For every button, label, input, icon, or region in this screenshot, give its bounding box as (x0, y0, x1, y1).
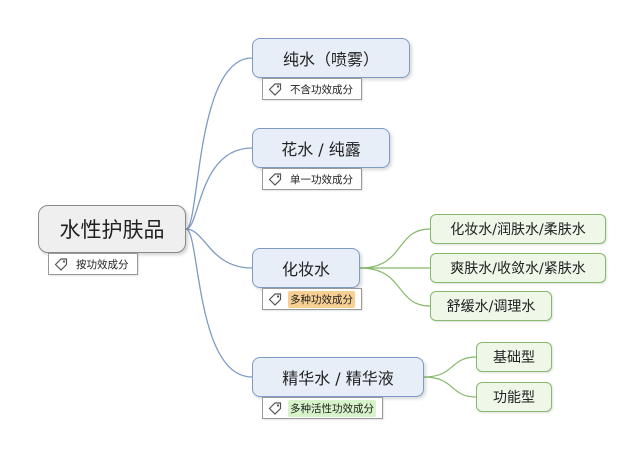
leaf-label: 基础型 (493, 350, 535, 366)
branch-topic-floral-water[interactable]: 花水 / 纯露 (252, 128, 390, 168)
branch-tag: 多种活性功效成分 (262, 397, 383, 419)
connector-branch-2-child-0 (359, 228, 431, 269)
branch-tag: 单一功效成分 (262, 168, 362, 190)
tag-icon (268, 402, 282, 415)
branch-tag-label: 不含功效成分 (290, 83, 353, 96)
root-topic[interactable]: 水性护肤品 (38, 205, 186, 253)
connector-root-branch-3 (185, 228, 253, 378)
leaf-topic[interactable]: 功能型 (476, 382, 552, 412)
branch-topic-essence[interactable]: 精华水 / 精华液 (252, 357, 424, 397)
branch-tag-label: 多种功效成分 (288, 290, 355, 308)
tag-icon (268, 293, 282, 306)
tag-icon (268, 173, 282, 186)
leaf-topic[interactable]: 化妆水/润肤水/柔肤水 (430, 214, 606, 244)
connector-root-branch-2 (185, 228, 253, 269)
leaf-topic[interactable]: 舒缓水/调理水 (430, 291, 552, 321)
leaf-label: 舒缓水/调理水 (446, 299, 536, 315)
leaf-label: 化妆水/润肤水/柔肤水 (450, 222, 586, 238)
leaf-topic[interactable]: 爽肤水/收敛水/紧肤水 (430, 253, 606, 283)
connector-root-branch-1 (185, 147, 253, 230)
tag-icon (54, 258, 68, 271)
connector-branch-3-child-0 (423, 356, 477, 378)
branch-label: 化妆水 (281, 260, 330, 279)
branch-tag-label: 多种活性功效成分 (288, 399, 376, 417)
branch-tag: 不含功效成分 (262, 78, 362, 100)
leaf-topic[interactable]: 基础型 (476, 342, 552, 372)
root-topic-label: 水性护肤品 (59, 218, 165, 242)
branch-label: 花水 / 纯露 (281, 140, 361, 159)
connector-root-branch-0 (185, 57, 253, 230)
connector-branch-2-child-2 (359, 267, 431, 307)
root-tag-label: 按功效成分 (76, 258, 129, 271)
connector-branch-3-child-1 (423, 376, 477, 398)
branch-label: 精华水 / 精华液 (282, 369, 394, 388)
leaf-label: 爽肤水/收敛水/紧肤水 (450, 261, 586, 277)
branch-topic-pure-water[interactable]: 纯水（喷雾） (252, 38, 410, 78)
branch-tag: 多种功效成分 (262, 288, 362, 310)
leaf-label: 功能型 (493, 390, 535, 406)
tag-icon (268, 83, 282, 96)
branch-label: 纯水（喷雾） (282, 50, 379, 69)
branch-topic-toner[interactable]: 化妆水 (252, 248, 360, 288)
root-tag: 按功效成分 (48, 253, 138, 275)
branch-tag-label: 单一功效成分 (290, 173, 353, 186)
